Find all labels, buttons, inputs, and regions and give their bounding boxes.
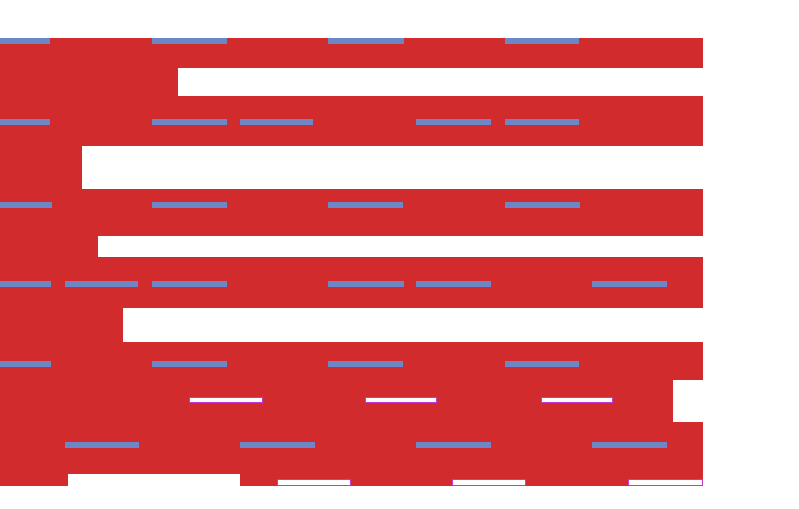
link-underline[interactable] — [416, 442, 491, 448]
link-underline[interactable] — [505, 119, 579, 125]
link-underline[interactable] — [152, 38, 227, 44]
link-underline[interactable] — [65, 281, 138, 287]
link-underline[interactable] — [592, 442, 667, 448]
link-underline[interactable] — [0, 119, 50, 125]
highlight-bar[interactable] — [365, 397, 437, 403]
link-underline[interactable] — [505, 361, 579, 367]
link-underline[interactable] — [416, 119, 491, 125]
link-underline[interactable] — [240, 119, 313, 125]
link-underline[interactable] — [592, 281, 667, 287]
link-underline[interactable] — [152, 202, 227, 208]
text-block — [0, 422, 703, 474]
link-underline[interactable] — [0, 38, 50, 44]
link-underline[interactable] — [65, 442, 139, 448]
text-block — [0, 96, 703, 146]
link-underline[interactable] — [328, 38, 404, 44]
highlight-bar[interactable] — [541, 397, 613, 403]
link-underline[interactable] — [152, 281, 227, 287]
link-underline[interactable] — [0, 361, 51, 367]
link-underline[interactable] — [152, 361, 227, 367]
text-block — [0, 474, 68, 486]
highlight-bar[interactable] — [452, 479, 526, 486]
link-underline[interactable] — [328, 361, 403, 367]
link-underline[interactable] — [505, 202, 580, 208]
text-block — [0, 68, 178, 96]
text-block — [0, 308, 123, 342]
link-underline[interactable] — [240, 442, 315, 448]
highlight-bar[interactable] — [277, 479, 351, 486]
link-underline[interactable] — [328, 281, 404, 287]
link-underline[interactable] — [152, 119, 227, 125]
link-underline[interactable] — [0, 202, 52, 208]
link-underline[interactable] — [0, 281, 51, 287]
link-underline[interactable] — [416, 281, 491, 287]
text-block — [0, 189, 703, 236]
text-block — [0, 236, 98, 257]
highlight-bar[interactable] — [189, 397, 263, 403]
text-block — [0, 146, 82, 189]
link-underline[interactable] — [328, 202, 403, 208]
highlight-bar[interactable] — [628, 479, 703, 486]
link-underline[interactable] — [505, 38, 579, 44]
